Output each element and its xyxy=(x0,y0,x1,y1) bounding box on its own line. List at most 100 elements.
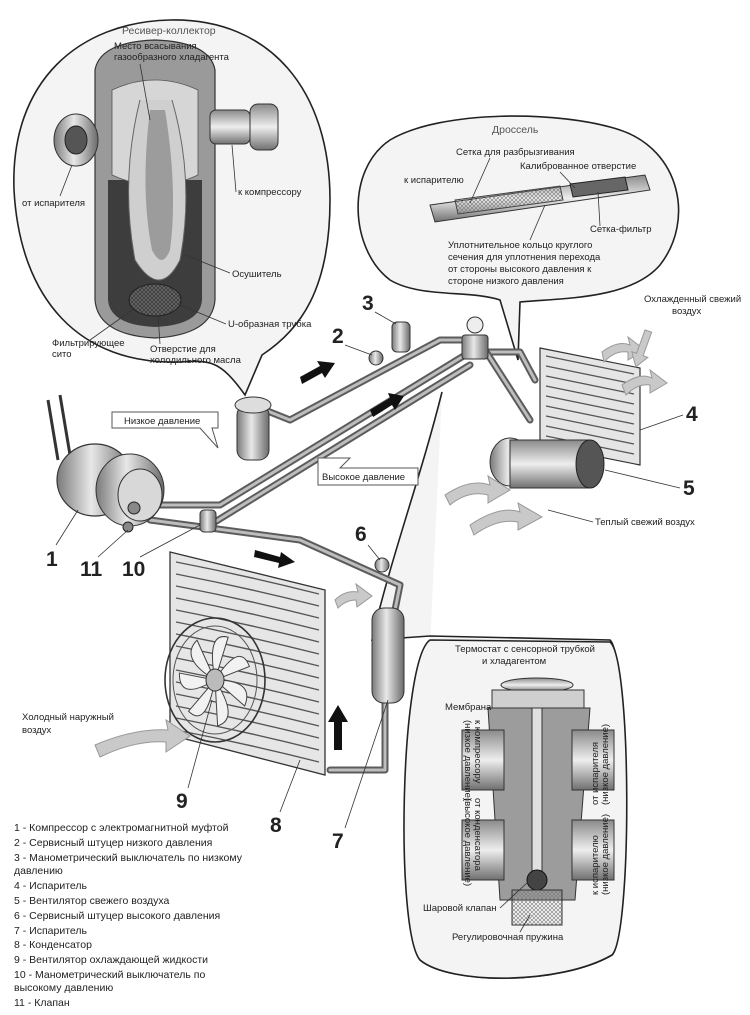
evaporator-tube xyxy=(545,425,635,445)
legend-item: 3 - Манометрический выключатель по низко… xyxy=(14,851,242,877)
throttle-connector xyxy=(461,316,489,360)
high-pressure-service-port xyxy=(374,557,390,573)
to-compressor-vert-1: к компрессору xyxy=(472,720,483,784)
legend-item: 9 - Вентилятор охлаждающей жидкости xyxy=(14,954,209,967)
thermostat-label-1: Термостат с сенсорной трубкой xyxy=(455,644,595,655)
high-pressure-switch xyxy=(199,509,217,533)
filter-mesh-label: Сетка-фильтр xyxy=(590,224,652,235)
number-9: 9 xyxy=(176,790,188,813)
legend-item: 11 - Клапан xyxy=(14,997,70,1010)
oring-label-3: от стороны высокого давления к xyxy=(448,264,592,275)
spray-mesh-label: Сетка для разбрызгивания xyxy=(456,147,575,158)
number-8: 8 xyxy=(270,814,282,837)
intake-label-1: Место всасывания xyxy=(114,41,197,52)
receiver-collector xyxy=(234,396,272,461)
low-pressure-switch xyxy=(391,321,411,353)
evaporator-tube xyxy=(545,405,635,425)
receiver-detail-bubble: Ресивер-коллектор Место всасывания газоо… xyxy=(13,19,331,397)
filter-sieve-label-1: Фильтрирующее xyxy=(52,338,125,349)
legend-item: 6 - Сервисный штуцер высокого давления xyxy=(14,909,221,922)
oring-label-2: сечения для уплотнения перехода xyxy=(448,252,601,263)
condenser-tube xyxy=(175,597,320,631)
condenser-tube xyxy=(175,729,320,763)
compressor xyxy=(46,394,165,533)
ball-valve-label: Шаровой клапан xyxy=(423,903,497,914)
receiver-inlet-fitting xyxy=(53,113,99,167)
to-compressor-vert-2: (низкое давление) xyxy=(462,720,473,801)
intake-label-2: газообразного хладагента xyxy=(114,52,230,63)
to-evaporator-vert-1: к испарителю xyxy=(590,835,601,895)
number-6: 6 xyxy=(355,523,367,546)
legend-item: 10 - Манометрический выключатель по высо… xyxy=(14,969,206,995)
spring-label: Регулировочная пружина xyxy=(452,932,564,943)
low-pressure-service-port xyxy=(368,350,384,366)
legend-item: 4 - Испаритель xyxy=(14,879,87,892)
cooled-air-label-2: воздух xyxy=(672,306,702,317)
cooled-air-label-1: Охлажденный свежий xyxy=(644,294,741,305)
evaporator-tube xyxy=(545,365,635,385)
thermostat-label-2: и хладагентом xyxy=(482,656,546,667)
receiver-outlet-fitting xyxy=(209,103,279,151)
oring-label-4: стороне низкого давления xyxy=(448,276,564,287)
filter-sieve-label-2: сито xyxy=(52,349,72,360)
number-4: 4 xyxy=(686,403,698,426)
evaporator-tube xyxy=(545,415,635,435)
membrane-label: Мембрана xyxy=(445,702,492,713)
evaporator-tube xyxy=(545,375,635,395)
number-7: 7 xyxy=(332,830,344,853)
condenser-tube xyxy=(175,693,320,727)
throttle-tube xyxy=(429,174,651,223)
cold-outside-air-label-2: воздух xyxy=(22,725,52,736)
fresh-air-blower xyxy=(489,437,605,489)
low-pressure-callout: Низкое давление xyxy=(111,411,219,449)
high-pressure-label: Высокое давление xyxy=(322,472,405,483)
from-evaporator-vert-1: от испарителя xyxy=(590,742,601,805)
receiver-detail-title: Ресивер-коллектор xyxy=(122,25,216,37)
number-1: 1 xyxy=(46,548,58,571)
evaporator-tube xyxy=(545,385,635,405)
receiver-dryer xyxy=(371,607,405,704)
number-3: 3 xyxy=(362,292,374,315)
from-condenser-vert-1: от конденсатора xyxy=(472,798,483,872)
number-10: 10 xyxy=(122,558,145,581)
high-pressure-callout: Высокое давление xyxy=(317,457,419,486)
cold-outside-air-label-1: Холодный наружный xyxy=(22,712,114,723)
throttle-detail-title: Дроссель xyxy=(492,124,539,136)
to-compressor-label: к компрессору xyxy=(238,187,302,198)
valve-cutaway xyxy=(461,677,615,926)
oil-hole-label-2: холодильного масла xyxy=(150,355,242,366)
calibrated-orifice-label: Калиброванное отверстие xyxy=(520,161,636,172)
oring-label-1: Уплотнительное кольцо круглого xyxy=(448,240,592,251)
condenser-tube xyxy=(175,669,320,703)
valve-detail-bubble: Термостат с сенсорной трубкой и хладаген… xyxy=(370,391,628,979)
legend-item: 8 - Конденсатор xyxy=(14,939,92,952)
legend-item: 7 - Испаритель xyxy=(14,924,87,937)
flow-arrows xyxy=(254,361,404,750)
component-numbers: 1 2 3 4 5 6 7 8 9 10 11 xyxy=(46,292,698,853)
legend-item: 2 - Сервисный штуцер низкого давления xyxy=(14,836,213,849)
condenser-tube xyxy=(175,585,320,619)
condenser-tube xyxy=(175,609,320,643)
desiccant-label: Осушитель xyxy=(232,269,282,280)
condenser-tube xyxy=(175,561,320,595)
evaporator-tube xyxy=(545,355,635,375)
condenser-tube xyxy=(175,657,320,691)
airflow-arrows xyxy=(94,329,668,758)
from-condenser-vert-2: (высокое давление) xyxy=(462,798,473,886)
low-pressure-label: Низкое давление xyxy=(124,416,200,427)
legend-item: 5 - Вентилятор свежего воздуха xyxy=(14,894,170,907)
condenser-tube xyxy=(175,633,320,667)
from-evaporator-label: от испарителя xyxy=(22,198,85,209)
number-2: 2 xyxy=(332,325,344,348)
throttle-detail-bubble: Дроссель Сетка для разбрызгивания к испа… xyxy=(357,115,680,361)
to-evaporator-vert-2: (низкое давление) xyxy=(600,814,611,895)
condenser-tube xyxy=(175,573,320,607)
number-11: 11 xyxy=(80,558,103,581)
from-evaporator-vert-2: (низкое давление) xyxy=(600,724,611,805)
u-tube-label: U-образная трубка xyxy=(228,319,312,330)
oil-hole-label-1: Отверстие для xyxy=(150,344,216,355)
number-5: 5 xyxy=(683,477,695,500)
evaporator-tube xyxy=(545,395,635,415)
coolant-fan xyxy=(164,617,266,743)
